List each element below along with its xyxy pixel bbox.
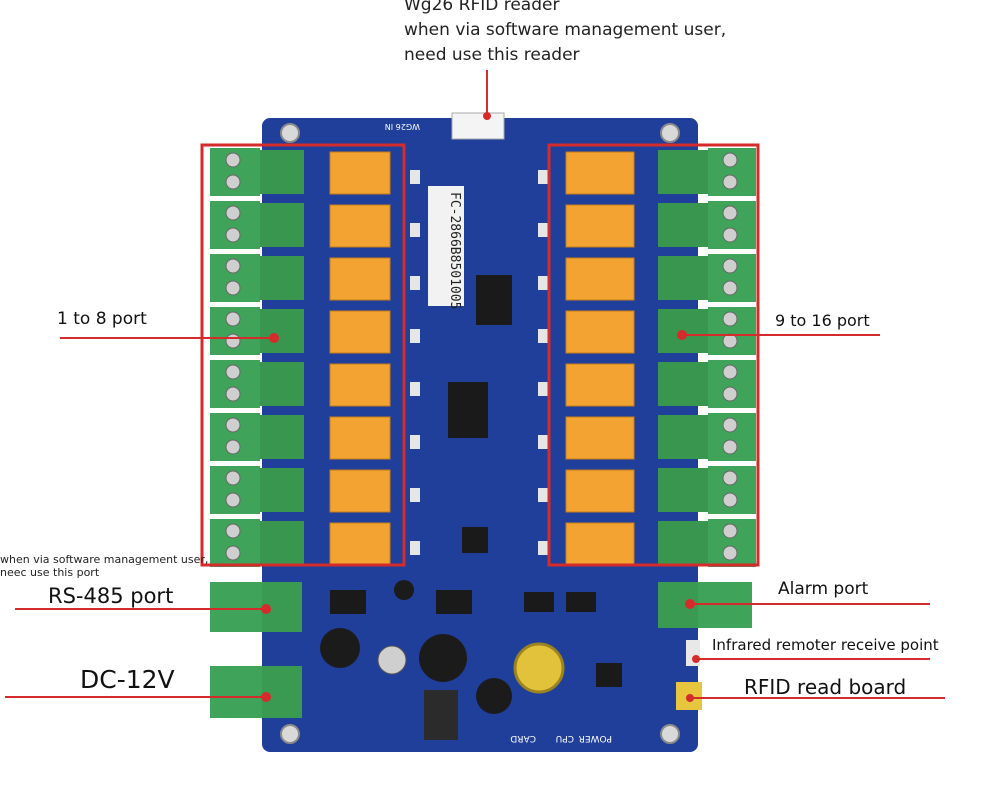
- wg26-reader-label: Wg26 RFID reader when via software manag…: [404, 0, 726, 71]
- wg26-connector: [451, 112, 505, 140]
- wg26-label-line2: when via software management user,: [404, 20, 727, 40]
- port-9-16-label: 9 to 16 port: [775, 311, 870, 330]
- capacitors: [320, 580, 512, 740]
- coin-battery: [513, 642, 565, 694]
- indicator-cpu: CPU: [556, 733, 574, 743]
- rs485-label: RS-485 port: [48, 584, 174, 608]
- relay-channel-right: [538, 148, 756, 196]
- mounting-holes: [280, 123, 680, 744]
- rs485-note: when via software management user, neec …: [0, 553, 209, 580]
- rfid-board-label: RFID read board: [744, 675, 907, 699]
- relay-channel-right: [538, 413, 756, 461]
- infrared-label: Infrared remoter receive point: [712, 636, 939, 654]
- dc-12v-label: DC-12V: [80, 665, 175, 694]
- wg26-label-line3: need use this reader: [404, 45, 580, 65]
- relay-channel-left: [210, 466, 420, 514]
- relay-channel-right: [538, 519, 756, 567]
- serial-sticker-text: FC-2866B8501005: [447, 192, 462, 309]
- rs485-note-line1: when via software management user,: [0, 553, 209, 566]
- relay-channel-right: [538, 201, 756, 249]
- indicator-power: POWER: [579, 733, 612, 743]
- relay-channel-right: [538, 254, 756, 302]
- callout-lines: [5, 70, 945, 702]
- relay-channel-left: [210, 519, 420, 567]
- relay-channel-left: [210, 307, 420, 355]
- indicator-card: CARD: [510, 733, 536, 743]
- port-1-8-label: 1 to 8 port: [57, 309, 147, 329]
- alarm-port-label: Alarm port: [778, 579, 869, 599]
- relay-channel-left: [210, 360, 420, 408]
- ports-9-16-box: [547, 143, 760, 567]
- right-relay-bank: [538, 148, 756, 567]
- relay-channel-left: [210, 413, 420, 461]
- relay-channel-right: [538, 466, 756, 514]
- rs485-note-line2: neec use this port: [0, 566, 100, 579]
- left-relay-bank: [210, 148, 420, 567]
- wg26-silk: WG26 IN: [385, 122, 420, 131]
- relay-channel-left: [210, 254, 420, 302]
- relay-channel-left: [210, 148, 420, 196]
- relay-channel-right: [538, 307, 756, 355]
- wg26-label-line1: Wg26 RFID reader: [404, 0, 560, 15]
- serial-sticker: [428, 186, 464, 306]
- ic-chips: [330, 275, 622, 687]
- relay-channel-right: [538, 360, 756, 408]
- relay-channel-left: [210, 201, 420, 249]
- ports-1-8-box: [200, 143, 406, 567]
